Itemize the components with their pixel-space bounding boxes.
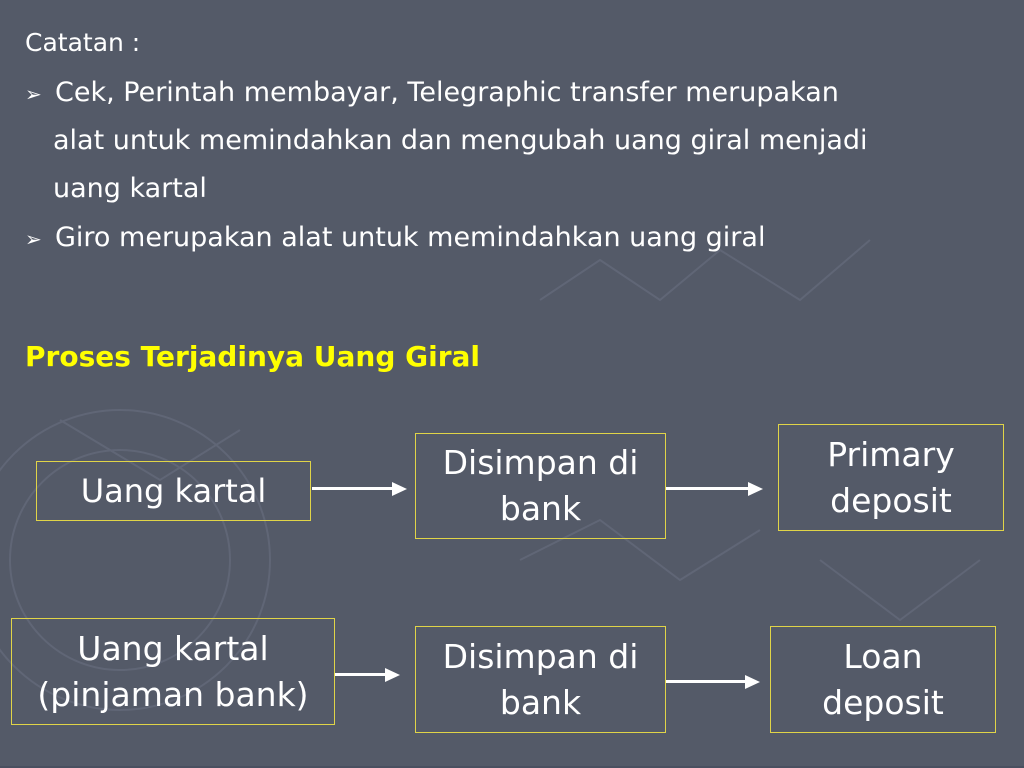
flow1-step2-box: Disimpan di bank	[415, 433, 666, 539]
flow2-step3-label-2: deposit	[822, 682, 944, 722]
flow1-step2-label-1: Disimpan di	[442, 443, 639, 482]
flow1-step2-label-2: bank	[499, 489, 582, 528]
bullet-1-text-1: Cek, Perintah membayar, Telegraphic tran…	[55, 77, 839, 108]
flow1-arrow-2	[666, 479, 763, 499]
flow2-step2-label-2: bank	[499, 682, 582, 722]
bullet-2-text-1: Giro merupakan alat untuk memindahkan ua…	[55, 222, 766, 253]
bullet-arrow-icon: ➢	[25, 82, 42, 106]
flow2-step2-box: Disimpan di bank	[415, 626, 666, 733]
bullet-1-line-2: alat untuk memindahkan dan mengubah uang…	[53, 125, 868, 156]
bottom-band	[0, 766, 1024, 768]
flow2-step1-box: Uang kartal (pinjaman bank)	[11, 618, 335, 725]
bullet-1-line-3: uang kartal	[53, 173, 207, 204]
flow2-step1-label-1: Uang kartal	[77, 628, 269, 668]
flow1-step3-label-1: Primary	[827, 434, 955, 474]
arrow-right-icon	[392, 482, 407, 496]
flow1-step3-box: Primary deposit	[778, 424, 1004, 531]
notes-title: Catatan :	[25, 28, 141, 57]
flow2-arrow-2	[666, 672, 760, 692]
section-heading: Proses Terjadinya Uang Giral	[25, 340, 481, 373]
flow2-step2-label-1: Disimpan di	[442, 636, 639, 676]
flow2-step1-label-2: (pinjaman bank)	[37, 674, 309, 714]
flow1-step1-box: Uang kartal	[36, 461, 311, 521]
flow2-arrow-1	[335, 665, 400, 685]
flow1-arrow-1	[312, 479, 407, 499]
arrow-right-icon	[745, 675, 760, 689]
flow1-step1-label: Uang kartal	[80, 472, 267, 510]
flow2-step3-box: Loan deposit	[770, 626, 996, 733]
flow1-step3-label-2: deposit	[830, 480, 952, 520]
bullet-arrow-icon: ➢	[25, 227, 42, 251]
arrow-right-icon	[748, 482, 763, 496]
flow2-step3-label-1: Loan	[843, 636, 923, 676]
bullet-2-line-1: ➢ Giro merupakan alat untuk memindahkan u…	[25, 222, 765, 253]
arrow-right-icon	[385, 668, 400, 682]
bullet-1-line-1: ➢ Cek, Perintah membayar, Telegraphic tra…	[25, 77, 839, 108]
